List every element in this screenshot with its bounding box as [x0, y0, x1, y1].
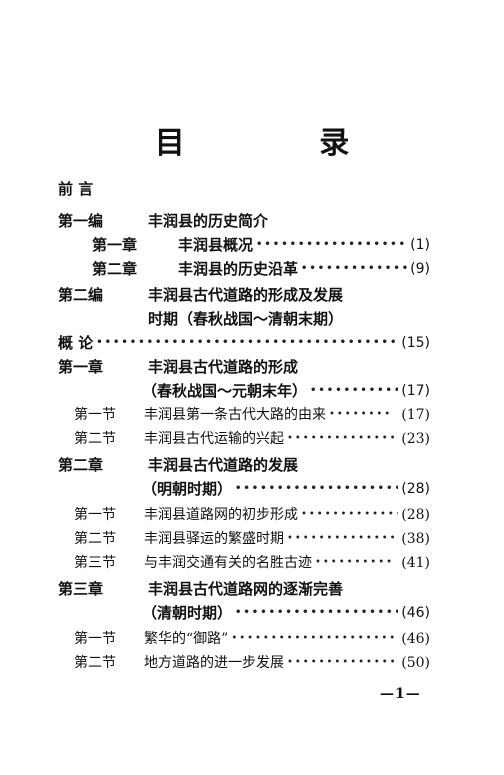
toc-section-label: 第二节: [74, 431, 116, 447]
toc-part-2[interactable]: 第二编 丰润县古代道路的形成及发展: [58, 283, 343, 307]
toc-page-number: (46): [401, 631, 430, 647]
toc-part-1[interactable]: 第一编 丰润县的历史简介: [58, 209, 268, 233]
toc-section-row[interactable]: 第二节 丰润县驿运的繁盛时期 •••••••••••••••••••• (38): [74, 527, 430, 551]
toc-chapter-label: 第二章: [58, 456, 104, 474]
toc-section-title: 丰润县古代运输的兴起: [144, 431, 284, 447]
toc-section-title: 繁华的“御路”: [144, 631, 229, 647]
toc-leader-dots: ••••••••••••••••••: [301, 509, 398, 520]
toc-section-title: 丰润县道路网的初步形成: [144, 507, 298, 523]
toc-preface-label: 前 言: [58, 180, 94, 198]
toc-chapter-2[interactable]: 第二章 丰润县古代道路的发展: [58, 453, 298, 477]
toc-page-number: (41): [401, 555, 430, 571]
toc-page-number: (50): [401, 655, 430, 671]
toc-page-number: (28): [401, 481, 430, 497]
toc-chapter-title: 丰润县古代道路的发展: [148, 456, 299, 474]
toc-chapter-row[interactable]: 第二章 丰润县的历史沿革 •••••••••••••••••••••••••••…: [92, 257, 430, 281]
toc-chapter-period: （春秋战国～元朝末年）: [142, 382, 308, 400]
toc-chapter-period: （清朝时期）: [142, 604, 233, 622]
toc-leader-dots: ••••••••••••••••••••••••••••••••••••: [231, 633, 398, 644]
toc-part-2-continued[interactable]: 时期（春秋战国～清朝末期）: [148, 307, 343, 331]
toc-chapter-title: 丰润县概况: [178, 236, 254, 254]
page-number-footer: —1—: [380, 686, 421, 702]
toc-section-label: 第二节: [74, 655, 116, 671]
toc-part-title: 丰润县古代道路的形成及发展: [148, 286, 344, 304]
toc-section-label: 第三节: [74, 555, 116, 571]
toc-part-label: 第一编: [58, 212, 104, 230]
toc-page-number: (1): [410, 237, 430, 253]
toc-chapter-label: 第二章: [92, 260, 138, 278]
toc-leader-dots: ••••••••••••••••••••••••: [287, 433, 398, 444]
toc-page-number: (23): [401, 431, 430, 447]
toc-leader-dots: ••••••••••••••••••••••••••••••••••••: [235, 483, 398, 494]
toc-leader-dots: ••••••••••••••••••••••••••••••••••••••••…: [301, 263, 407, 274]
toc-page-number: (46): [401, 605, 430, 621]
toc-part-title-line2: 时期（春秋战国～清朝末期）: [148, 310, 344, 328]
toc-part-title: 丰润县的历史简介: [148, 212, 269, 230]
toc-leader-dots: ••••••••••••••••••••: [287, 533, 398, 544]
toc-chapter-1-continued[interactable]: （春秋战国～元朝末年） •••••••••••••••••••• (17): [142, 379, 430, 403]
toc-section-row[interactable]: 第二节 丰润县古代运输的兴起 •••••••••••••••••••••••• …: [74, 427, 430, 451]
toc-leader-dots: ••••••••••••••••••••••: [287, 657, 398, 668]
toc-section-title: 丰润县驿运的繁盛时期: [144, 531, 284, 547]
toc-section-label: 第二节: [74, 531, 116, 547]
toc-chapter-3-continued[interactable]: （清朝时期） •••••••••••••••••••••••••••••••••…: [142, 601, 430, 625]
toc-chapter-period: （明朝时期）: [142, 480, 233, 498]
toc-section-row[interactable]: 第三节 与丰润交通有关的名胜古迹 •••••••••• (41): [74, 551, 430, 575]
toc-preface[interactable]: 前 言: [58, 177, 93, 201]
toc-page-number: (17): [401, 407, 430, 423]
toc-chapter-title: 丰润县古代道路的形成: [148, 358, 299, 376]
toc-page-number: (17): [401, 383, 430, 399]
toc-chapter-label: 第三章: [58, 580, 104, 598]
toc-page-number: (38): [401, 531, 430, 547]
toc-chapter-2-continued[interactable]: （明朝时期） •••••••••••••••••••••••••••••••••…: [142, 477, 430, 501]
toc-overview[interactable]: 概 论 ••••••••••••••••••••••••••••••••••••…: [58, 331, 430, 355]
toc-leader-dots: ••••••••••••••••••••••••••••••••••••: [235, 607, 398, 618]
toc-page-number: (15): [401, 335, 430, 351]
toc-chapter-3[interactable]: 第三章 丰润县古代道路网的逐渐完善: [58, 577, 343, 601]
toc-section-row[interactable]: 第一节 丰润县道路网的初步形成 •••••••••••••••••• (28): [74, 503, 430, 527]
toc-section-title: 与丰润交通有关的名胜古迹: [144, 555, 312, 571]
toc-chapter-title: 丰润县的历史沿革: [178, 260, 299, 278]
page-title: 目 录: [154, 126, 412, 161]
toc-overview-label: 概 论: [58, 334, 94, 352]
toc-section-title: 丰润县第一条古代大路的由来: [144, 407, 326, 423]
toc-section-label: 第一节: [74, 407, 116, 423]
toc-section-row[interactable]: 第一节 繁华的“御路” ••••••••••••••••••••••••••••…: [74, 627, 430, 651]
toc-part-label: 第二编: [58, 286, 104, 304]
toc-section-row[interactable]: 第一节 丰润县第一条古代大路的由来 •••••••• (17): [74, 403, 430, 427]
toc-page-number: (9): [410, 261, 430, 277]
toc-leader-dots: ••••••••: [329, 409, 393, 420]
toc-section-label: 第一节: [74, 631, 116, 647]
toc-section-label: 第一节: [74, 507, 116, 523]
toc-chapter-title: 丰润县古代道路网的逐渐完善: [148, 580, 344, 598]
toc-leader-dots: ••••••••••••••••••••••••••••••••••••••••…: [96, 337, 399, 348]
toc-leader-dots: ••••••••••: [315, 557, 394, 568]
toc-section-row[interactable]: 第二节 地方道路的进一步发展 •••••••••••••••••••••• (5…: [74, 651, 430, 675]
toc-page-number: (28): [401, 507, 430, 523]
toc-chapter-1[interactable]: 第一章 丰润县古代道路的形成: [58, 355, 298, 379]
toc-chapter-label: 第一章: [92, 236, 138, 254]
toc-leader-dots: ••••••••••••••••••••••••••••••••••••••••…: [256, 239, 408, 250]
toc-section-title: 地方道路的进一步发展: [144, 655, 284, 671]
toc-chapter-label: 第一章: [58, 358, 104, 376]
toc-chapter-row[interactable]: 第一章 丰润县概况 ••••••••••••••••••••••••••••••…: [92, 233, 430, 257]
toc-leader-dots: ••••••••••••••••••••: [310, 385, 398, 396]
